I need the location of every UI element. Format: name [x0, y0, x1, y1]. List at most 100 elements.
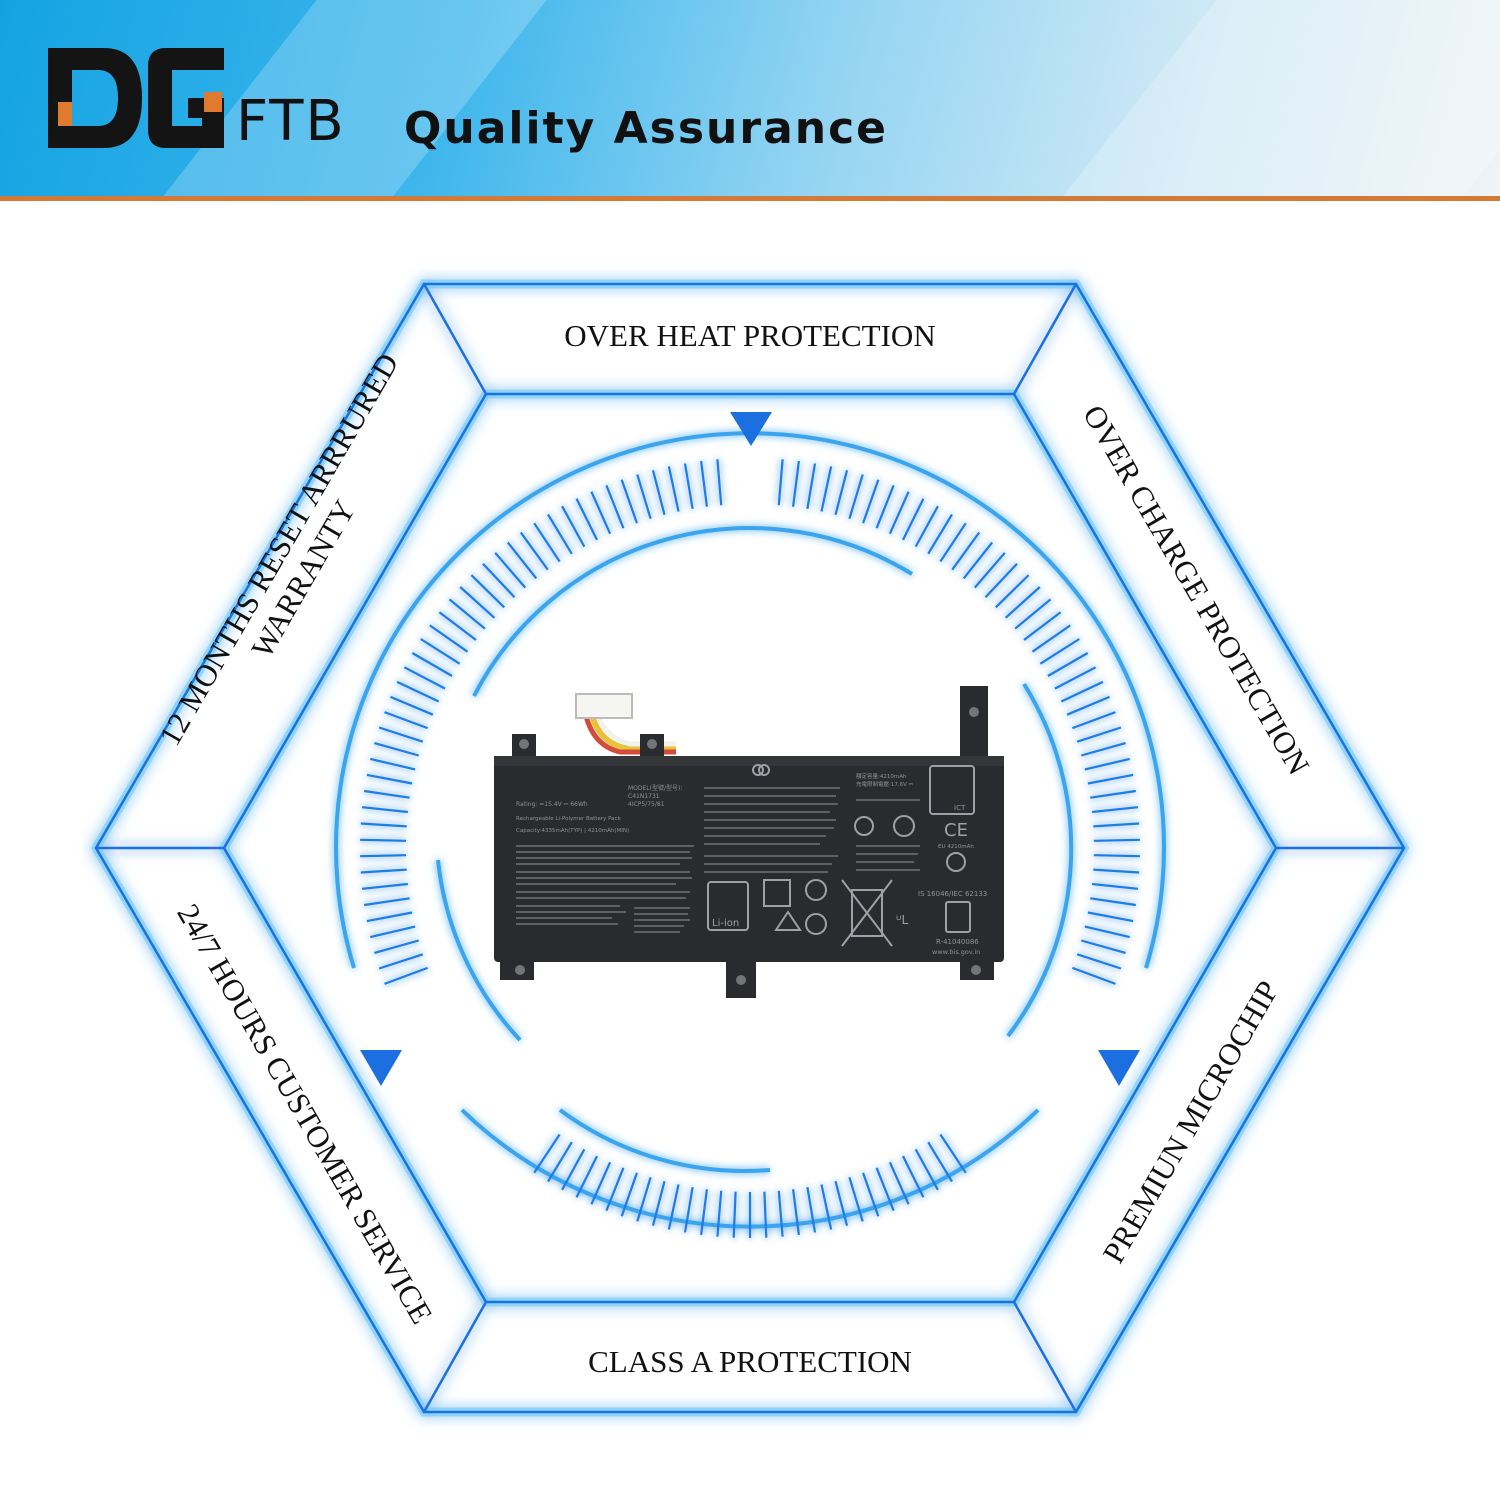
battery-model: C41N1731 [628, 793, 660, 800]
dial-tick [888, 491, 910, 535]
dial-tick [1004, 586, 1041, 619]
ul-mark-icon: ᵁL [896, 913, 909, 927]
marker-left-icon [360, 1050, 402, 1086]
crossed-bin-icon [841, 879, 893, 947]
battery-connector-wires [589, 715, 676, 751]
dial-tick [902, 1155, 925, 1198]
dial-tick [995, 574, 1030, 609]
dial-tick [590, 1161, 612, 1205]
dial-tick [939, 522, 967, 563]
dial-tick [605, 484, 625, 529]
warning-triangle-icon [774, 910, 802, 931]
dial-tick [620, 1172, 638, 1217]
dial-tick [1093, 854, 1140, 858]
marker-right-icon [1098, 1050, 1140, 1086]
cert-circle-icon [946, 852, 966, 872]
dial-tick [360, 854, 407, 858]
dial-tick [459, 586, 496, 619]
dial-tick [575, 1155, 598, 1198]
dial-tick [561, 505, 586, 548]
kc-mark-icon [854, 816, 874, 836]
battery-tabs [500, 686, 994, 998]
dial-rings [334, 431, 1166, 1238]
dial-tick [984, 562, 1018, 598]
dial-tick [820, 1184, 833, 1230]
dial-tick [494, 552, 527, 589]
dial-tick [636, 474, 652, 520]
dial-tick [862, 1172, 880, 1217]
marker-top-icon [730, 412, 772, 446]
battery-standard: IS 16046/IEC 62133 [918, 890, 987, 898]
dial-tick [1039, 638, 1080, 665]
dial-tick [1093, 822, 1140, 828]
dial-tick [533, 1133, 561, 1174]
dial-tick [848, 474, 864, 520]
battery-image: MODEL(型號/型号): C41N1731 4ICP5/75/81 Ratin… [494, 686, 1004, 998]
dial-tick [1093, 838, 1140, 842]
dial-tick [973, 552, 1006, 589]
dial-tick [792, 460, 800, 507]
dial-tick [420, 638, 461, 665]
feature-class-a-protection: CLASS A PROTECTION [588, 1344, 912, 1379]
dial-tick [1090, 789, 1136, 799]
dial-tick [1023, 611, 1062, 641]
battery-ict-mark: ICT [954, 804, 966, 812]
dial-tick [914, 505, 939, 548]
dial-tick [651, 470, 666, 516]
dial-tick [364, 789, 410, 799]
dial-tick [1091, 806, 1139, 814]
battery-connector [575, 693, 633, 719]
dial-tick [914, 1148, 939, 1191]
dial-tick [806, 1187, 817, 1233]
bis-mark-icon [945, 901, 971, 933]
dial-tick [620, 479, 638, 524]
dial-tick [1081, 939, 1126, 954]
dial-tick [1087, 911, 1134, 923]
dial-tick [575, 498, 598, 541]
dial-tick [374, 939, 419, 954]
dial-tick [1031, 624, 1071, 653]
dial-tick [1072, 711, 1116, 730]
dial-tick [374, 742, 419, 757]
dial-tick [519, 531, 549, 571]
dial-tick [834, 1180, 849, 1226]
dial-tick [848, 1176, 864, 1222]
battery-li-ion: Li-ion [712, 918, 739, 929]
dial-tick [792, 1189, 800, 1236]
dial-tick [360, 822, 407, 828]
dial-tick [561, 1148, 586, 1191]
dial-tick [411, 652, 453, 677]
battery-pack-type: Rechargeable Li-Polymer Battery Pack [516, 816, 622, 822]
dial-tick [777, 459, 784, 506]
logo-accent-square [204, 92, 222, 112]
dial-tick [390, 695, 434, 716]
dial-tick [1087, 773, 1134, 785]
dial-tick [862, 479, 880, 524]
dial-tick [384, 966, 428, 985]
dial-tick [360, 838, 407, 842]
tagline: Quality Assurance [404, 103, 889, 154]
dial-tick [429, 624, 469, 653]
dial-tick [902, 498, 925, 541]
dial-tick [683, 463, 694, 509]
dial-tick [366, 911, 413, 923]
dial-tick [605, 1167, 625, 1212]
dial-tick [875, 484, 895, 529]
dial-tick [547, 513, 573, 555]
inner-ring-arc-bottom [558, 1108, 771, 1174]
dial-tick [888, 1161, 910, 1205]
dial-tick [1084, 757, 1130, 771]
dial-tick [448, 598, 486, 630]
battery-body [494, 756, 1004, 962]
inner-ring-arc-right [1006, 682, 1074, 1038]
hexagon-spokes [96, 283, 1404, 1413]
dial-tick [951, 531, 981, 571]
ict-mark-icon [929, 765, 975, 815]
dial-tick [1081, 742, 1126, 757]
cert-circle-icon [893, 815, 915, 837]
inner-ring-arc [472, 526, 914, 697]
dial-tick [1014, 598, 1052, 630]
dial-tick [506, 541, 538, 580]
dial-tick [396, 680, 440, 703]
